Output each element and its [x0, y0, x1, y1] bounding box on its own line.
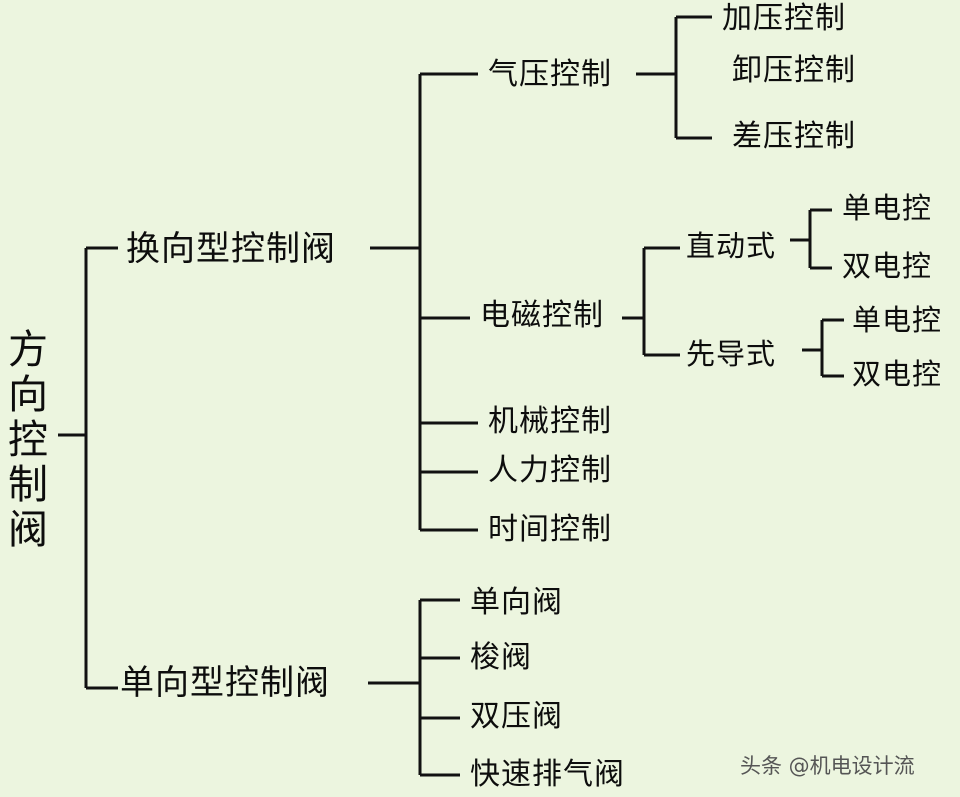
node-check-valve: 单向阀	[470, 585, 563, 620]
node-pilot-single-solenoid: 单电控	[852, 303, 943, 337]
root-node-directional-control-valve: 方 向 控 制 阀	[6, 328, 50, 553]
node-pilot-operated: 先导式	[686, 337, 777, 371]
node-direct-single-solenoid: 单电控	[842, 191, 933, 225]
watermark: 头条 @机电设计流	[740, 754, 915, 778]
node-differential-pressure-control: 差压控制	[732, 119, 856, 154]
node-two-pressure-valve: 双压阀	[470, 699, 563, 734]
root-char: 阀	[8, 507, 48, 553]
root-char: 制	[8, 462, 48, 508]
node-shuttle-valve: 梭阀	[470, 640, 532, 675]
node-quick-exhaust-valve: 快速排气阀	[470, 757, 625, 792]
node-depressurize-control: 卸压控制	[732, 53, 856, 88]
node-electromagnetic-control: 电磁控制	[480, 298, 604, 333]
node-pressurize-control: 加压控制	[722, 1, 846, 36]
root-char: 方	[8, 327, 48, 373]
node-reversing-valve: 换向型控制阀	[126, 229, 336, 269]
node-manual-control: 人力控制	[488, 453, 612, 488]
node-pneumatic-control: 气压控制	[488, 57, 612, 92]
node-direct-acting: 直动式	[686, 229, 777, 263]
root-char: 控	[8, 417, 48, 463]
node-one-way-valve: 单向型控制阀	[120, 663, 330, 703]
node-pilot-double-solenoid: 双电控	[852, 357, 943, 391]
node-direct-double-solenoid: 双电控	[842, 249, 933, 283]
root-char: 向	[8, 372, 48, 418]
node-time-control: 时间控制	[488, 512, 612, 547]
node-mechanical-control: 机械控制	[488, 404, 612, 439]
